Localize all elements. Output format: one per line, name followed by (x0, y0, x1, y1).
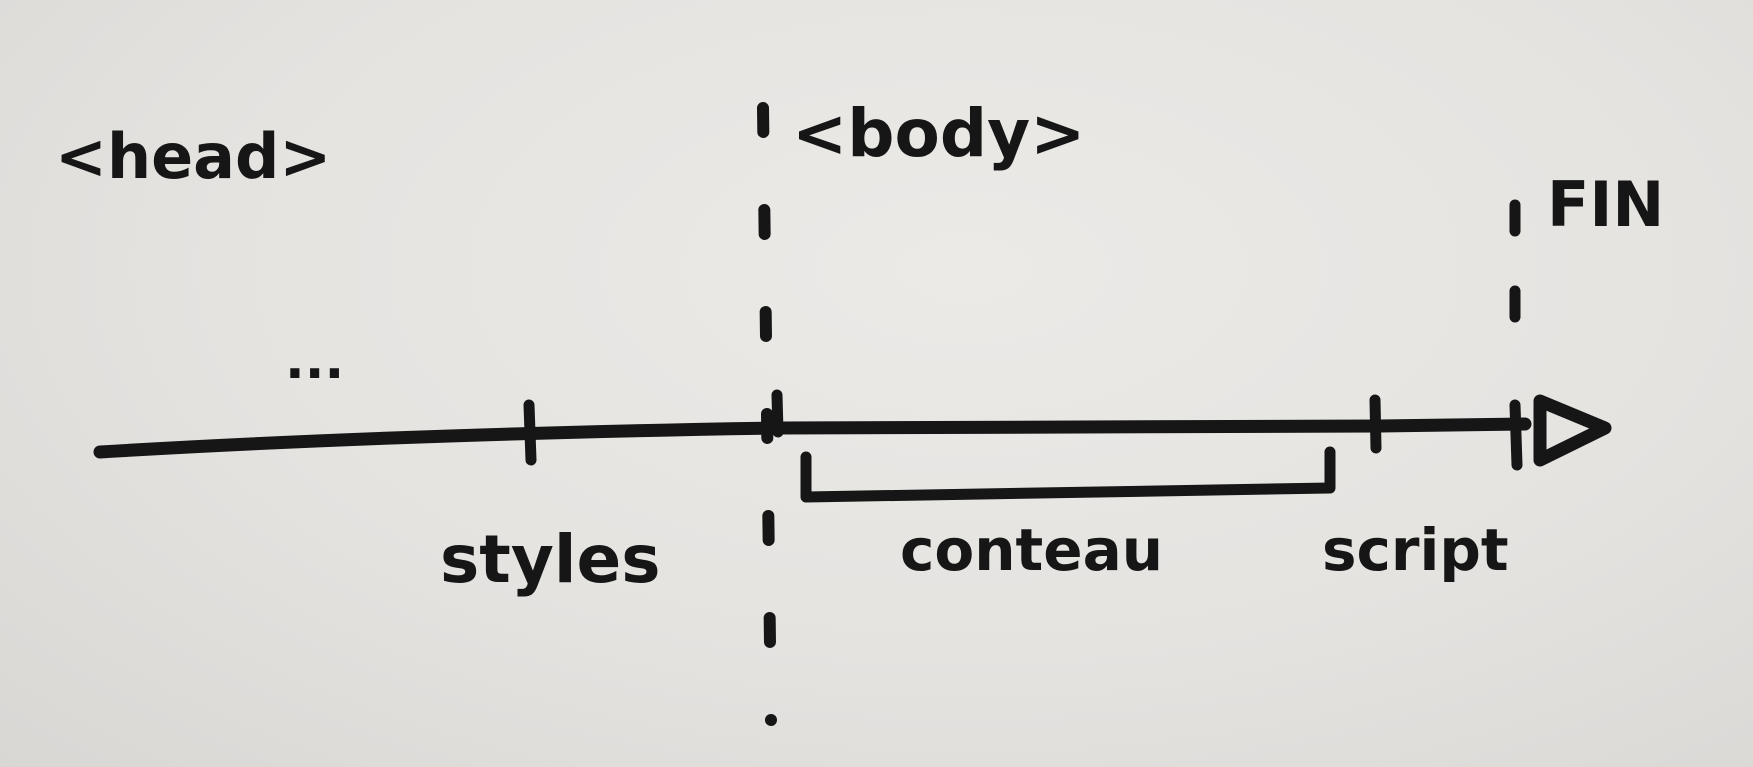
styles-tick (523, 399, 537, 466)
body-label: <body> (792, 95, 1085, 172)
timeline-axis (93, 417, 1532, 459)
content-bracket (800, 446, 1336, 503)
body-tick (771, 389, 784, 438)
head-label: <head> (55, 120, 331, 193)
end-tick (1509, 399, 1523, 471)
end-label: FIN (1547, 168, 1664, 241)
timeline-arrowhead (1533, 394, 1612, 467)
script-label: script (1322, 516, 1509, 584)
content-label: conteau (900, 516, 1163, 584)
body-start-separator (757, 102, 777, 726)
styles-label: styles (440, 521, 661, 598)
head-ellipsis: ... (285, 331, 344, 391)
script-tick (1369, 394, 1382, 454)
